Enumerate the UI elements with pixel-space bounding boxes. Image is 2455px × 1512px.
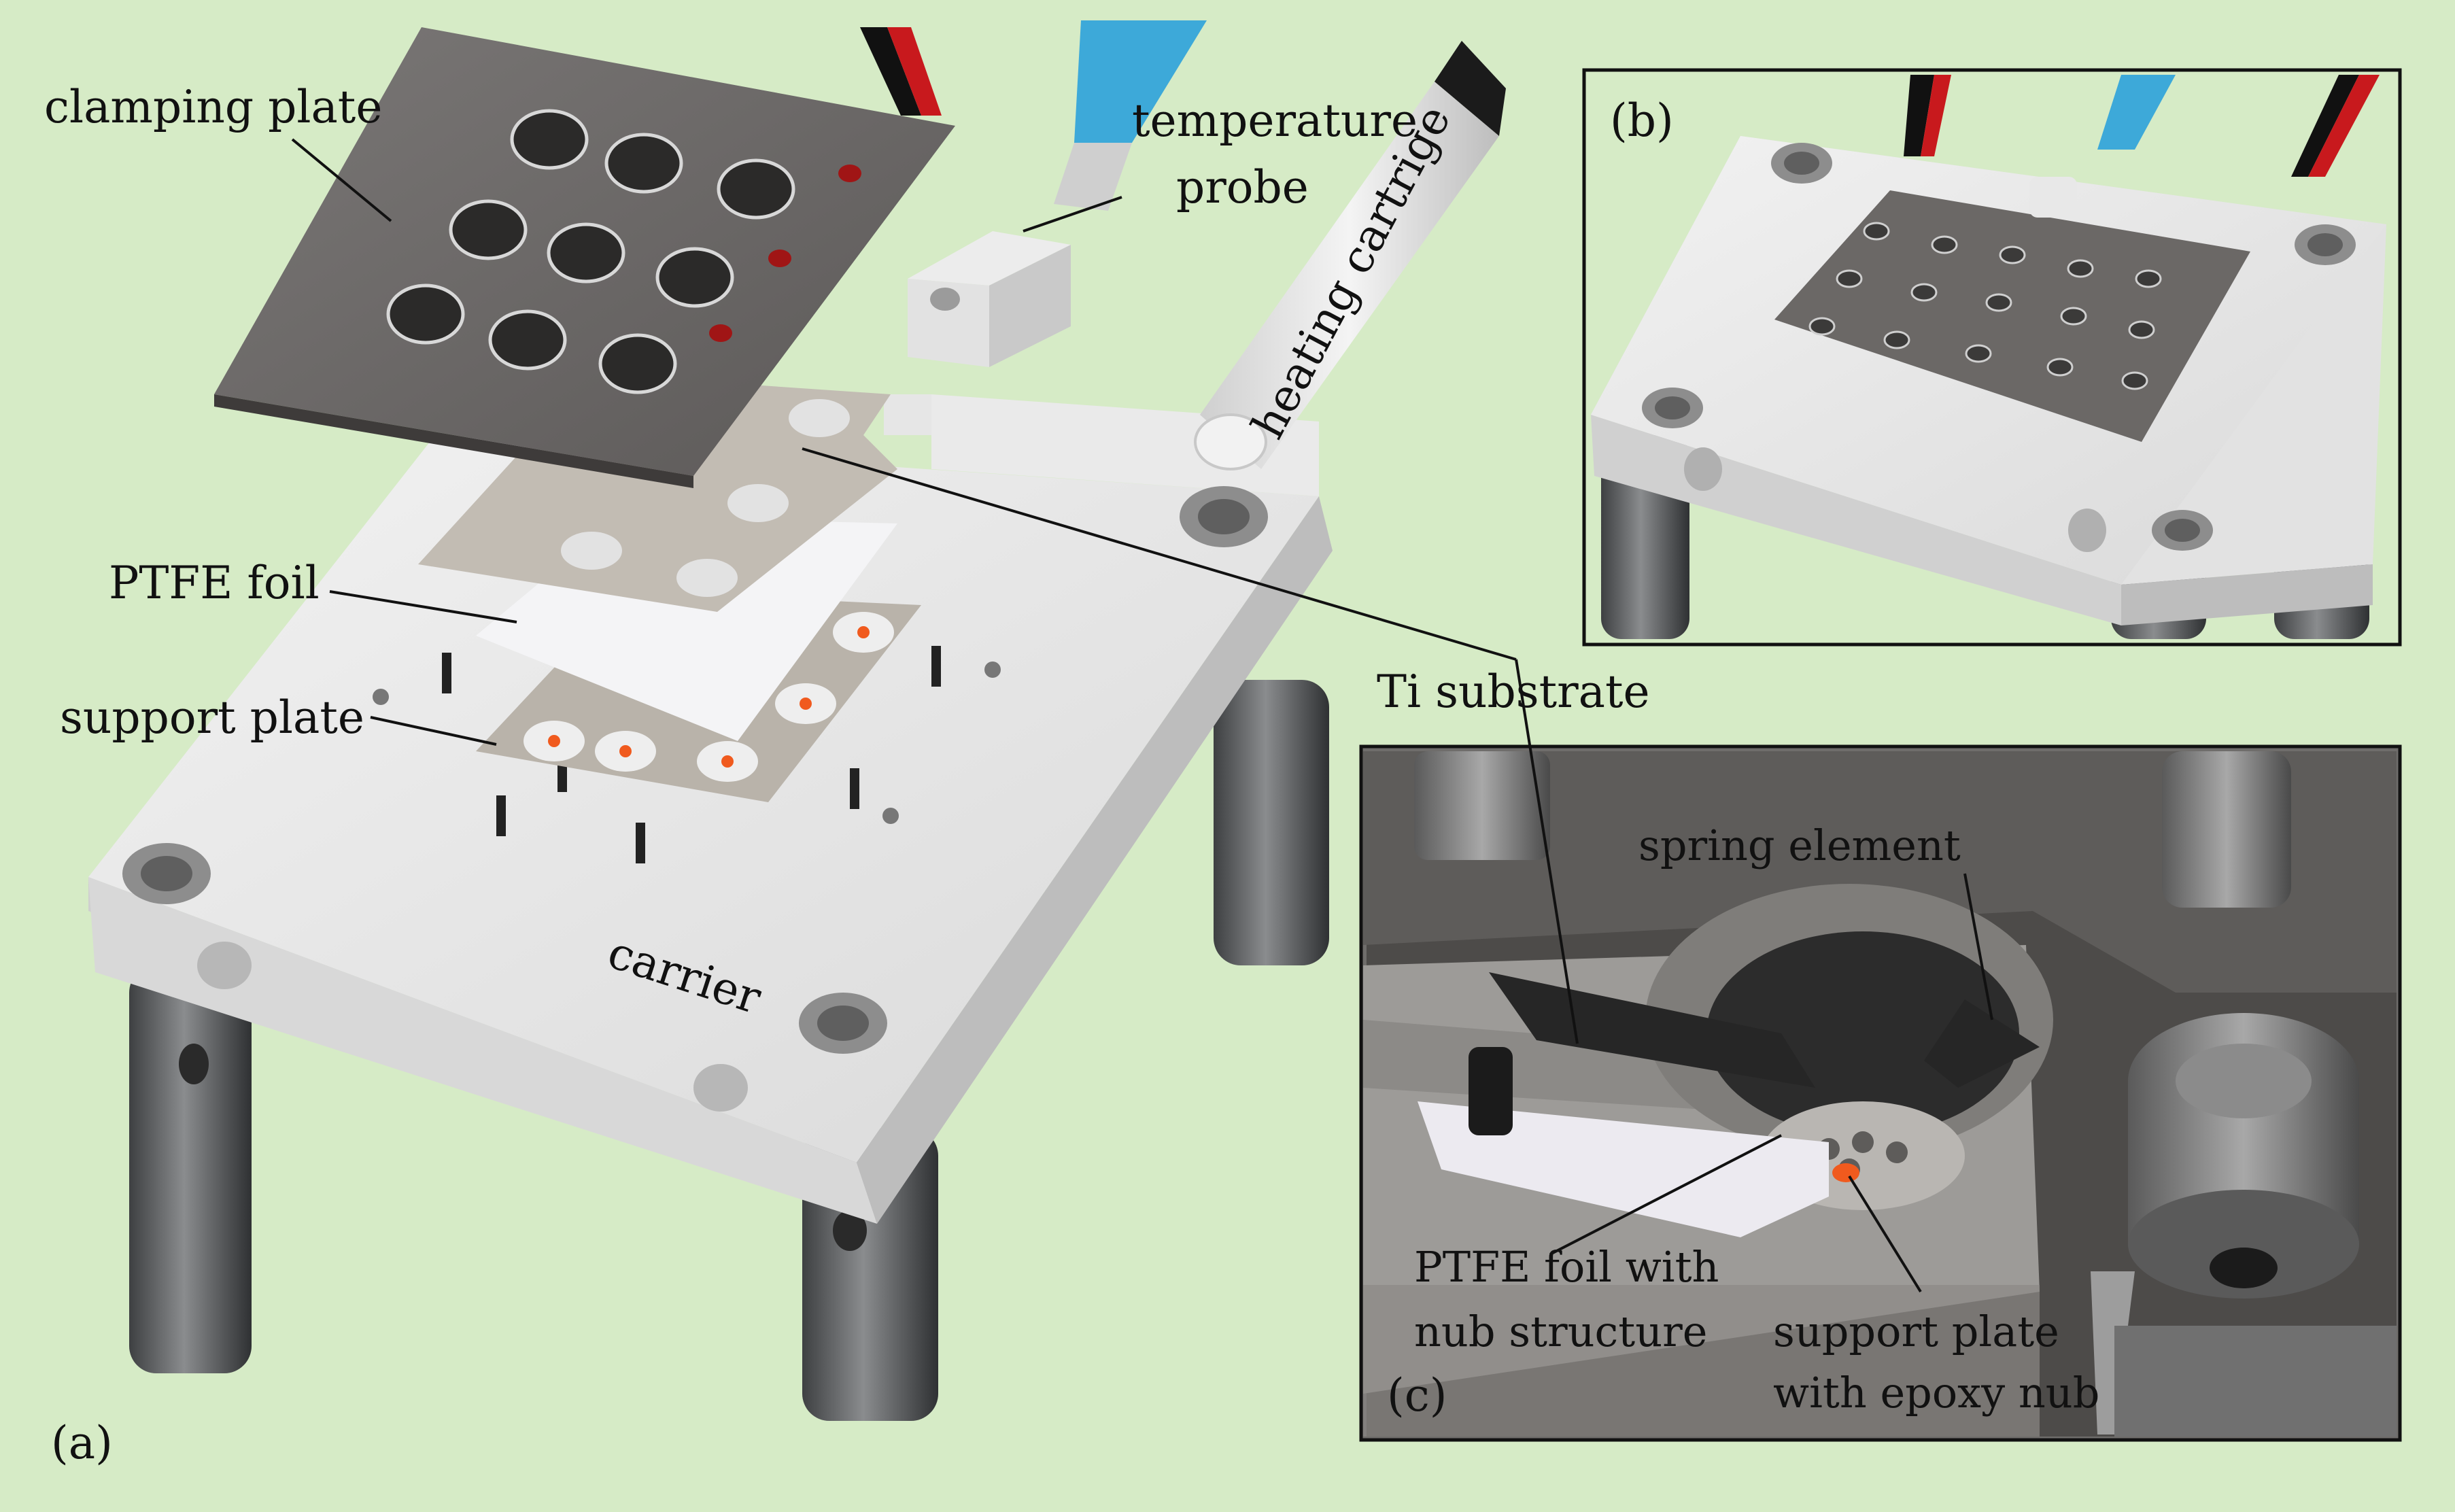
panel-label-b: (b) — [1610, 94, 1674, 147]
leader-lines — [291, 138, 1517, 746]
panel-b: (b) — [1582, 68, 2402, 647]
label-spring-element: spring element — [1638, 821, 1961, 870]
label-temperature-probe-2: probe — [1176, 161, 1309, 213]
label-clamping-plate: clamping plate — [44, 81, 382, 133]
label-ptfe-foil: PTFE foil — [109, 557, 320, 609]
label-support-epoxy-1: support plate — [1773, 1307, 2059, 1356]
epoxy-nub — [1832, 1163, 1859, 1182]
heating-cartridge — [1194, 41, 1506, 470]
label-support-plate: support plate — [60, 691, 364, 744]
panel-a: clamping plate temperature probe heating… — [44, 20, 1650, 1469]
panel-label-c: (c) — [1387, 1369, 1447, 1422]
heater-wires — [860, 27, 942, 116]
label-ti-substrate: Ti substrate — [1377, 666, 1650, 718]
panel-c-ptfe-foil — [1418, 1101, 1829, 1237]
panel-c: spring element PTFE foil with nub struct… — [1359, 659, 2402, 1442]
label-temperature-probe-1: temperature — [1132, 94, 1418, 147]
label-ptfe-nub-1: PTFE foil with — [1414, 1242, 1719, 1292]
panel-label-a: (a) — [51, 1417, 113, 1469]
carrier-block — [88, 394, 1333, 1224]
carrier-leg-front-left — [129, 965, 252, 1373]
label-support-epoxy-2: with epoxy nub — [1773, 1368, 2099, 1418]
label-ptfe-nub-2: nub structure — [1414, 1307, 1707, 1356]
clamping-plate — [214, 27, 955, 488]
carrier-leg-back-right — [1214, 680, 1329, 965]
temperature-probe — [908, 20, 1207, 367]
